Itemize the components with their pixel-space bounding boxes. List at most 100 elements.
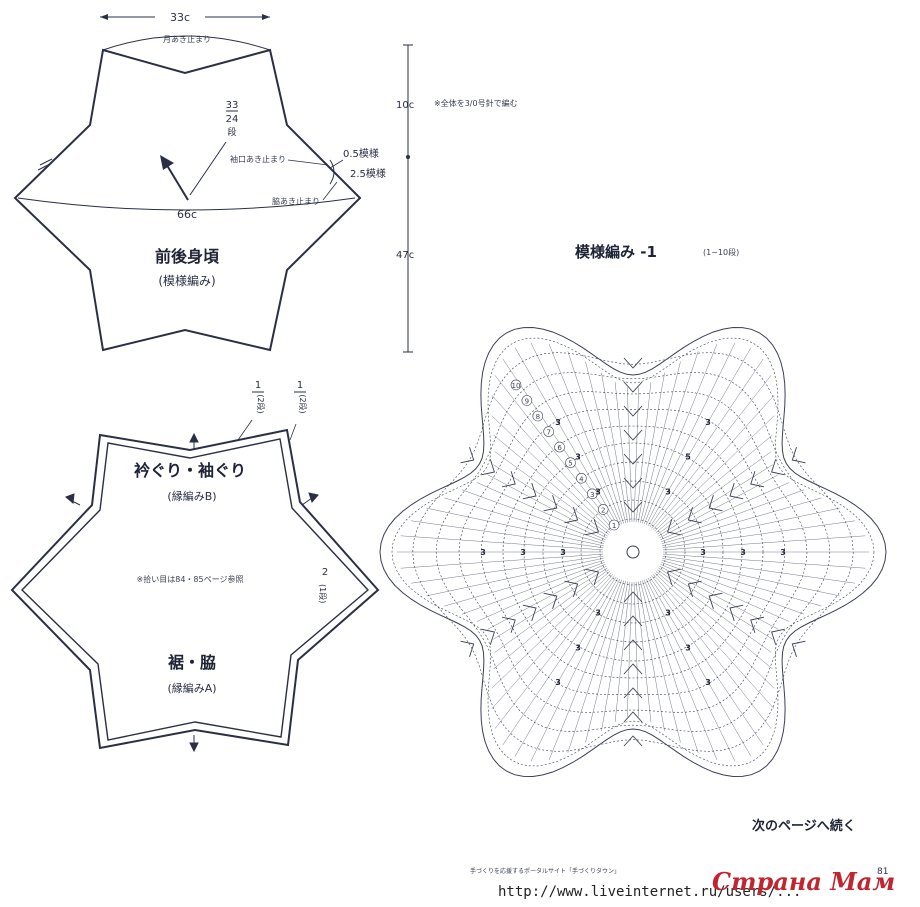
chart-v-cluster [481, 459, 495, 476]
chart-stitch [491, 572, 612, 689]
chart-stitch [548, 344, 622, 525]
chart-stitch [640, 361, 681, 523]
chart-v-cluster [667, 519, 681, 536]
chart-v-cluster [502, 471, 516, 488]
chart-v-cluster [750, 471, 764, 488]
edging-outer-outline [10, 428, 380, 750]
chart-v-cluster [623, 381, 643, 393]
chart-stitch [585, 361, 626, 523]
right-rows: (2段) [298, 394, 308, 413]
chart-stitch [649, 576, 764, 746]
source-line: 手づくりを応援するポータルサイト「手づくりタウン」 [470, 867, 620, 875]
chart-stitch [652, 394, 775, 530]
chart-stitch [662, 535, 866, 551]
edging-bottom-title: 裾・脇 [168, 653, 216, 672]
body-piece-title: 前後身頃 [155, 247, 220, 266]
chart-stitch [494, 569, 609, 653]
round-marker-circle [510, 379, 522, 391]
chart-stitch [426, 507, 604, 546]
round-marker-circle [554, 441, 565, 453]
chart-stitch [651, 375, 772, 529]
chart-stitch [411, 520, 604, 548]
repeat-mark: 3 [555, 678, 561, 687]
round-number-label: 1 [612, 522, 616, 530]
chart-stitch [502, 576, 617, 746]
round-marker-circle [543, 426, 554, 437]
round-number-label: 6 [557, 444, 562, 452]
round-marker-circle [521, 395, 533, 406]
chart-v-cluster [481, 628, 495, 645]
chart-stitch [642, 351, 699, 524]
chart-stitch [461, 489, 605, 542]
chart-stitch [646, 578, 736, 762]
repeat-mark: 5 [685, 453, 691, 462]
chart-stitch [635, 581, 652, 722]
chart-v-cluster [771, 628, 785, 645]
chart-v-cluster [543, 495, 558, 512]
chart-stitch [660, 482, 790, 540]
pattern-small-label: 0.5模様 [343, 147, 379, 160]
round-number-label: 10 [512, 382, 521, 390]
chart-stitch [493, 567, 608, 640]
chart-v-cluster [623, 711, 643, 723]
chart-v-cluster [623, 357, 643, 369]
chart-v-cluster [771, 459, 785, 476]
chart-stitch [530, 578, 620, 762]
chart-stitch [644, 344, 718, 525]
chart-v-cluster [623, 429, 643, 441]
repeat-mark: 3 [595, 487, 601, 496]
chart-stitch [614, 581, 631, 722]
repeat-mark: 3 [700, 548, 706, 557]
repeat-mark: 3 [520, 548, 526, 557]
chart-v-cluster [543, 592, 558, 609]
side-value: 2 [322, 567, 328, 578]
right-fraction: 1 [297, 380, 303, 391]
chart-v-cluster [502, 616, 516, 633]
chart-v-cluster [564, 580, 579, 597]
chart-stitch [494, 451, 609, 535]
round-number-label: 4 [579, 475, 584, 483]
chart-stitch [567, 580, 624, 753]
chart-stitch [585, 581, 626, 743]
round-marker-circle [532, 410, 544, 422]
rows-denominator: 24 [226, 114, 239, 125]
chart-stitch [654, 572, 775, 689]
chart-stitch [491, 394, 614, 530]
repeat-mark: 3 [555, 418, 561, 427]
chart-stitch [662, 507, 840, 546]
pickup-note: ※拾い目は84・85ページ参照 [137, 574, 244, 584]
chart-stitch [662, 558, 840, 597]
chart-v-cluster [750, 616, 764, 633]
chart-stitch [638, 372, 665, 523]
chart-v-cluster [623, 405, 643, 417]
chart-v-cluster [460, 640, 475, 657]
chart-stitch [647, 347, 752, 527]
chart-v-cluster [623, 735, 643, 747]
round-number-label: 3 [590, 491, 594, 499]
chart-stitch [661, 489, 805, 542]
continue-next-page: 次のページへ続く [752, 818, 856, 834]
chart-stitch [661, 560, 822, 607]
chart-center-ring [626, 545, 640, 559]
chart-stitch [461, 562, 605, 615]
chart-outer-edge [379, 326, 887, 778]
chart-v-cluster [585, 519, 599, 536]
body-stop-label: 脇あき止まり [272, 196, 320, 206]
chart-stitch [659, 565, 779, 630]
chart-v-cluster [623, 501, 643, 513]
chart-stitch [426, 558, 604, 597]
body-piece-subtitle: (模様編み) [158, 273, 215, 288]
chart-v-cluster [708, 592, 723, 609]
chart-stitch [400, 553, 604, 569]
chart-stitch [411, 556, 604, 584]
chart-round-1 [599, 518, 667, 586]
chart-stitch [640, 581, 681, 743]
chart-stitch [661, 497, 822, 544]
chart-stitch [655, 434, 773, 533]
chart-stitch [491, 415, 612, 532]
round-number-label: 5 [568, 460, 572, 468]
round-marker-circle [586, 488, 598, 500]
chart-v-cluster [623, 453, 643, 465]
chart-v-cluster [623, 663, 643, 675]
